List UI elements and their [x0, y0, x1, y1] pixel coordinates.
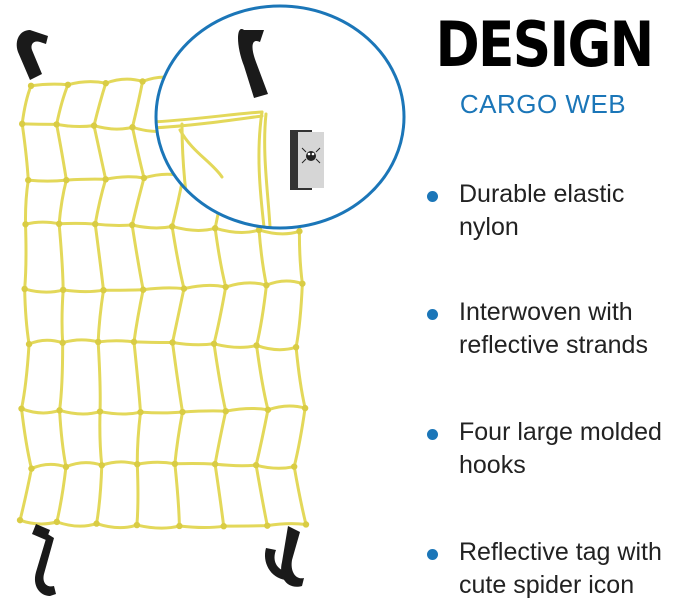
net-knot [55, 220, 63, 228]
net-knot [137, 408, 144, 416]
feature-item: Four large molded hooks [420, 416, 679, 486]
net-knot [25, 340, 33, 348]
net-strand [18, 84, 33, 522]
net-knot [62, 463, 70, 471]
net-knot [27, 82, 35, 90]
cargo-net-image [16, 30, 310, 596]
feature-item: Durable elastic nylon [420, 178, 679, 248]
net-knot [220, 522, 227, 530]
net-knot [253, 342, 260, 349]
net-knot [211, 460, 219, 468]
net-knot [96, 408, 104, 415]
net-knot [94, 338, 102, 346]
bullet-dot-icon [427, 309, 438, 320]
feature-text: Interwoven with reflective strands [459, 298, 648, 359]
hook-bottom-left-icon [32, 524, 56, 596]
net-strand [130, 79, 146, 527]
net-strand [18, 518, 308, 530]
net-knot [128, 221, 136, 229]
net-knot [59, 286, 67, 294]
net-knot [292, 343, 300, 351]
net-knot [53, 121, 60, 128]
net-knot [290, 463, 298, 470]
net-knot [100, 286, 107, 294]
net-knot [102, 176, 109, 183]
net-knot [129, 124, 136, 131]
net-knot [93, 520, 100, 527]
net-knot [301, 404, 309, 412]
net-knot [90, 122, 98, 129]
net-knot [179, 408, 186, 416]
net-knot [180, 285, 188, 292]
net-knot [59, 339, 66, 346]
feature-text: Four large molded hooks [459, 418, 662, 479]
net-knot [64, 81, 72, 88]
net-knot [139, 78, 146, 85]
net-knot [211, 225, 219, 232]
net-knot [18, 120, 26, 128]
net-knot [299, 280, 306, 287]
net-knot [222, 407, 229, 415]
page-title: DESIGN [435, 8, 655, 81]
net-knot [56, 407, 63, 414]
net-knot [140, 174, 148, 182]
feature-item: Reflective tag with cute spider icon [420, 536, 679, 606]
net-knot [53, 518, 61, 526]
net-strand [92, 81, 108, 526]
hook-top-left-icon [16, 30, 48, 80]
net-knot [264, 406, 272, 413]
net-knot [102, 80, 109, 87]
bullet-dot-icon [427, 549, 438, 560]
net-knot [130, 338, 138, 346]
net-knot [21, 285, 28, 293]
net-knot [28, 465, 35, 472]
net-knot [169, 339, 176, 346]
feature-text: Durable elastic nylon [459, 180, 625, 241]
feature-item: Interwoven with reflective strands [420, 296, 679, 366]
hook-bottom-right-icon [264, 526, 304, 587]
net-strand [20, 404, 307, 416]
net-knot [168, 223, 176, 230]
net-knot [98, 462, 105, 469]
hook-detail-icon [238, 28, 268, 98]
net-knot [25, 176, 32, 184]
net-knot [176, 522, 183, 530]
net-knot [139, 286, 147, 293]
net-knot [264, 522, 271, 529]
net-knot [252, 461, 260, 469]
net-knot [63, 176, 70, 184]
net-knot [255, 226, 263, 234]
net-knot [302, 521, 310, 528]
net-knot [92, 220, 99, 228]
net-knot [18, 405, 25, 412]
net-knot [133, 521, 141, 529]
net-knot [22, 221, 29, 228]
bullet-dot-icon [427, 429, 438, 440]
net-knot [210, 340, 218, 347]
feature-text: Reflective tag with cute spider icon [459, 538, 662, 599]
zoom-detail-circle [154, 4, 406, 230]
net-knot [134, 461, 141, 468]
net-strand [55, 83, 70, 524]
net-knot [263, 282, 270, 289]
bullet-dot-icon [427, 191, 438, 202]
net-knot [171, 460, 179, 468]
net-knot [222, 283, 229, 291]
net-knot [296, 228, 303, 235]
page-subtitle: CARGO WEB [459, 89, 627, 119]
spider-tag-icon [290, 130, 324, 190]
net-knot [16, 516, 24, 524]
